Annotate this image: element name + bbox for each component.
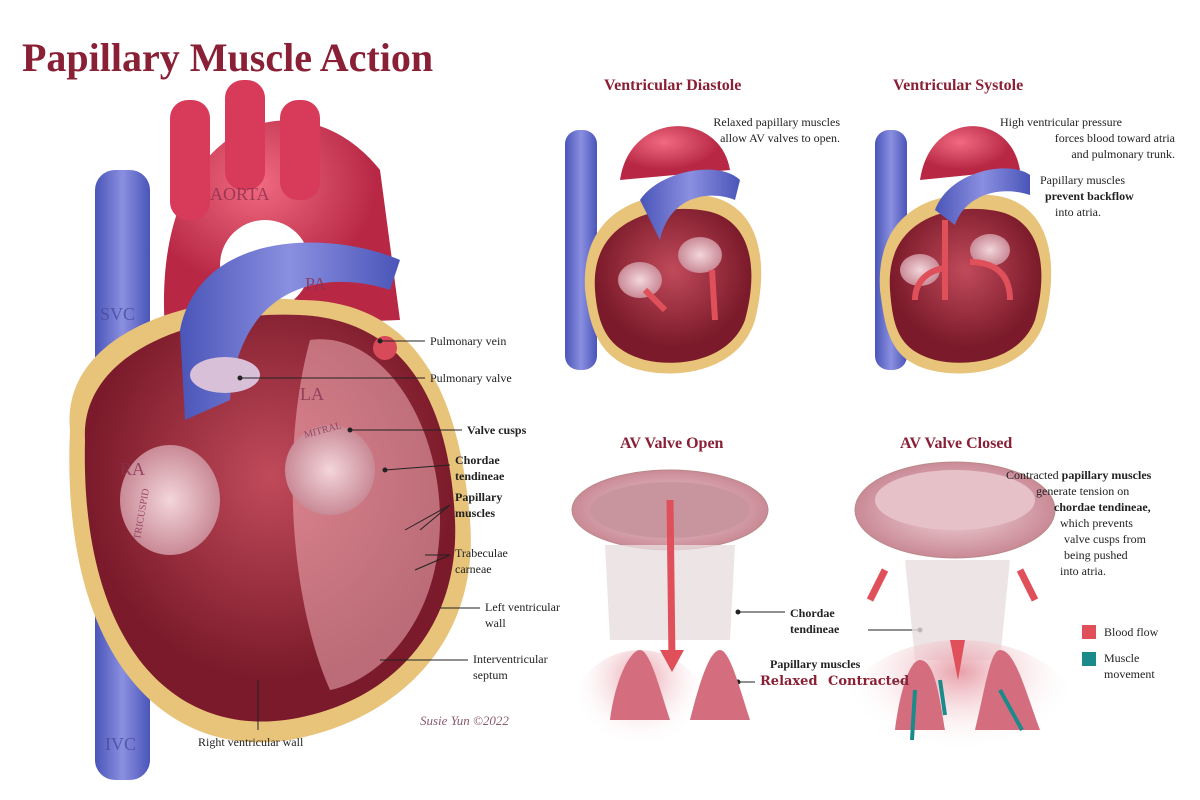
legend-item-blood-flow: Blood flow (1082, 624, 1174, 640)
legend-item-muscle-movement: Muscle movement (1082, 650, 1174, 682)
papillary-muscles-label: Papillary muscles (770, 657, 861, 671)
label-svc: SVC (100, 304, 135, 324)
systole-heart (875, 126, 1052, 374)
pulmonary-vein (373, 336, 397, 360)
line-1: Chordae (790, 606, 835, 620)
line-4: Papillary muscles (1040, 173, 1125, 187)
line-1: Interventricular (473, 652, 548, 666)
callout-right-ventricular-wall: Right ventricular wall (198, 735, 304, 749)
line-1: Papillary (455, 490, 503, 504)
callout-chordae-tendineae: Chordae tendineae (455, 452, 504, 484)
line-6: into atria. (1055, 205, 1101, 219)
valve-closed-note: Contracted papillary muscles generate te… (1006, 467, 1196, 579)
callout-interventricular-septum: Interventricular septum (473, 651, 548, 683)
line-3: and pulmonary trunk. (1071, 147, 1175, 161)
legend: Blood flow Muscle movement (1082, 624, 1174, 682)
callout-trabeculae-carneae: Trabeculae carneae (455, 545, 508, 577)
line-2: wall (485, 616, 506, 630)
tricuspid-valve (120, 445, 220, 555)
label-la: LA (300, 384, 324, 404)
blood-flow-swatch (1082, 625, 1096, 639)
line-1: Left ventricular (485, 600, 560, 614)
label-aorta: AORTA (210, 184, 269, 204)
line-2: tendineae (790, 622, 840, 636)
line-1: Contracted papillary muscles (1006, 467, 1196, 483)
systole-title: Ventricular Systole (893, 77, 1024, 94)
diastole-note: Relaxed papillary muscles allow AV valve… (690, 114, 840, 146)
label-ivc: IVC (105, 734, 136, 754)
mitral-valve (285, 425, 375, 515)
callout-lines (237, 338, 923, 730)
diastole-title: Ventricular Diastole (604, 77, 742, 94)
callout-valve-cusps: Valve cusps (467, 423, 527, 437)
av-valve-closed (840, 461, 1080, 800)
main-heart: AORTA PA SVC IVC RA LA TRICUSPID MITRAL … (69, 80, 509, 780)
line-2: tendineae (455, 469, 505, 483)
text-bold: papillary muscles (1061, 468, 1152, 482)
signature: Susie Yun ©2022 (420, 713, 509, 728)
relaxed-label: Relaxed (760, 674, 818, 689)
line-4: which prevents (1060, 516, 1133, 530)
callout-pulmonary-valve: Pulmonary valve (430, 371, 512, 385)
callout-papillary-muscles: Papillary muscles (455, 489, 502, 521)
label-pa: PA (305, 274, 326, 294)
line-6: being pushed (1064, 548, 1128, 562)
page-title: Papillary Muscle Action (22, 35, 434, 80)
pulmonary-valve (190, 357, 260, 393)
valve-open-chordae-label: Chordae tendineae (790, 605, 839, 637)
line-2: generate tension on (1036, 484, 1130, 498)
contracted-label: Contracted (828, 674, 910, 689)
line-1: Chordae (455, 453, 500, 467)
line-7: into atria. (1060, 564, 1106, 578)
muscle-movement-swatch (1082, 652, 1096, 666)
line-2: muscles (455, 506, 495, 520)
line-5: prevent backflow (1045, 189, 1134, 203)
valve-closed-title: AV Valve Closed (900, 435, 1013, 452)
line-2: allow AV valves to open. (720, 131, 840, 145)
pulmonary-artery (180, 242, 400, 420)
label-ra: RA (120, 459, 145, 479)
line-1: Relaxed papillary muscles (713, 115, 840, 129)
diastole-heart (565, 126, 762, 374)
av-valve-open (570, 469, 769, 790)
line-1: High ventricular pressure (1000, 115, 1122, 129)
text: Contracted (1006, 468, 1062, 482)
line-3: chordae tendineae, (1054, 500, 1151, 514)
systole-note: High ventricular pressure forces blood t… (1000, 114, 1175, 220)
legend-label: Blood flow (1104, 625, 1159, 639)
line-5: valve cusps from (1064, 532, 1146, 546)
legend-label: Muscle movement (1104, 651, 1155, 681)
line-2: septum (473, 668, 508, 682)
callout-left-ventricular-wall: Left ventricular wall (485, 599, 560, 631)
line-1: Trabeculae (455, 546, 508, 560)
callout-pulmonary-vein: Pulmonary vein (430, 334, 507, 348)
line-2: forces blood toward atria (1054, 131, 1175, 145)
line-2: carneae (455, 562, 492, 576)
valve-open-title: AV Valve Open (620, 435, 724, 452)
